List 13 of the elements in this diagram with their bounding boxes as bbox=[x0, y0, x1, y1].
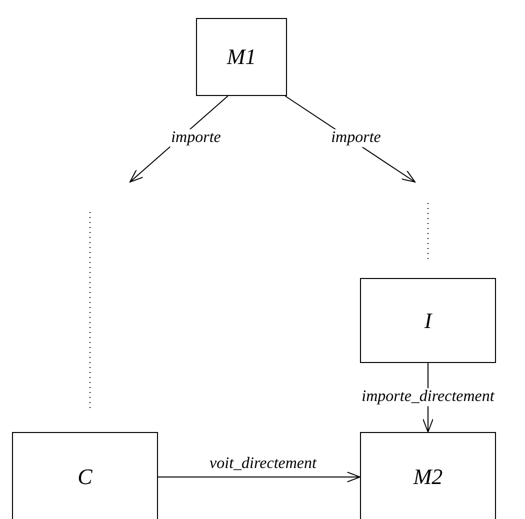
module-box bbox=[12, 432, 158, 519]
edge-label: importe bbox=[170, 129, 222, 147]
module-name: M2 bbox=[413, 464, 443, 490]
module-box bbox=[196, 18, 287, 96]
module-name: I bbox=[424, 308, 432, 334]
arrow bbox=[158, 472, 360, 482]
edge-label: voit_directement bbox=[208, 455, 318, 473]
module-box bbox=[360, 278, 496, 363]
edge-label: importe bbox=[330, 129, 382, 147]
module-box bbox=[360, 432, 496, 519]
module-name: M1 bbox=[226, 44, 256, 70]
edge-label: importe_directement bbox=[360, 388, 496, 406]
module-name: C bbox=[78, 464, 92, 490]
